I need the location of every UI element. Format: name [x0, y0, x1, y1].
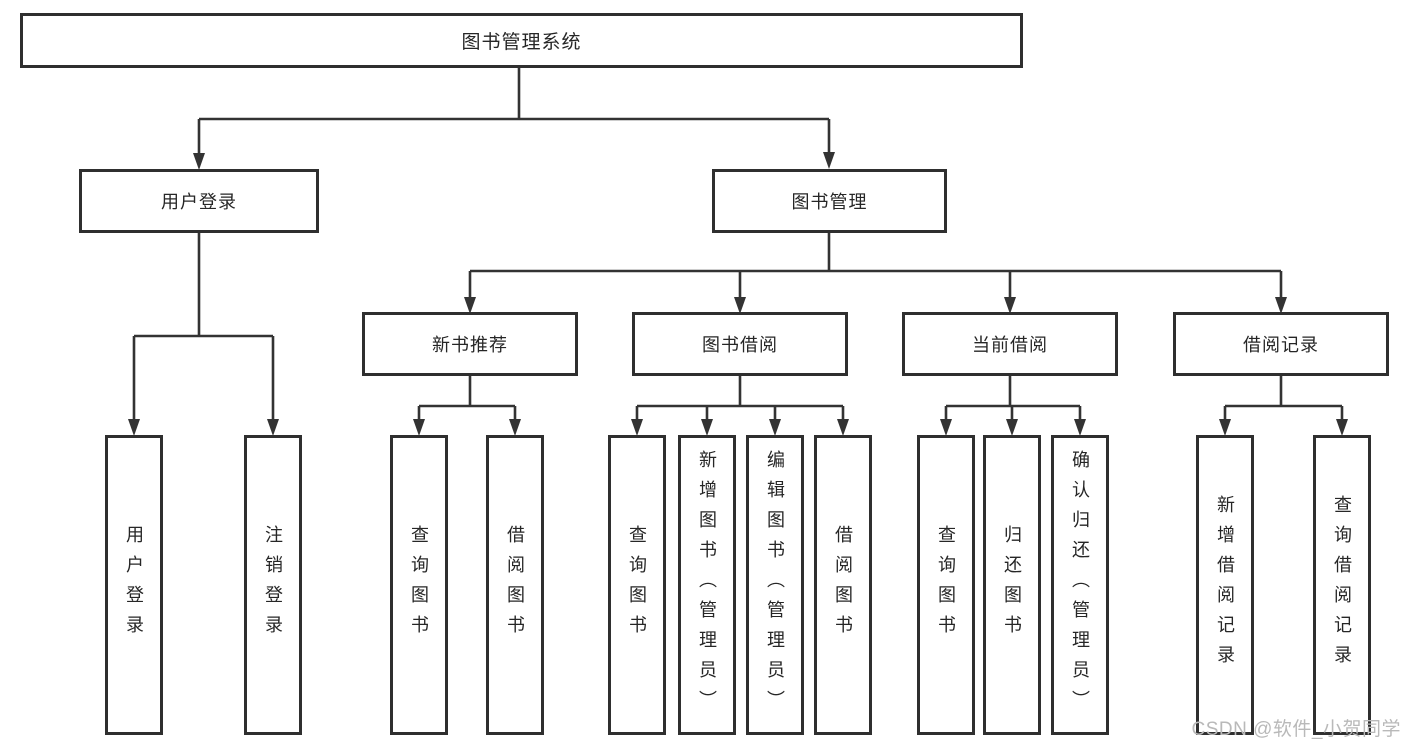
connector-new-book-recommend	[417, 376, 517, 422]
csdn-watermark: CSDN @软件_小贺同学	[1191, 719, 1401, 740]
leaf-edit-book-admin: 编辑图书（管理员）	[746, 435, 804, 735]
node-borrowing-records: 借阅记录	[1173, 312, 1389, 376]
connector-root	[197, 68, 831, 156]
node-new-book-recommend: 新书推荐	[362, 312, 578, 376]
leaf-borrow-books: 借阅图书	[814, 435, 872, 735]
leaf-add-borrow-record: 新增借阅记录	[1196, 435, 1254, 735]
node-book-management: 图书管理	[712, 169, 947, 233]
leaf-return-books-label: 归还图书	[1002, 525, 1022, 645]
arrow-down-icon	[1336, 419, 1348, 436]
node-new-book-recommend-label: 新书推荐	[432, 335, 508, 355]
node-book-management-label: 图书管理	[791, 192, 868, 212]
arrow-down-icon	[267, 419, 279, 436]
leaf-query-books-recommend-label: 查询图书	[409, 525, 429, 645]
arrow-down-icon	[701, 419, 713, 436]
leaf-user-login-label: 用户登录	[124, 525, 144, 645]
arrow-down-icon	[823, 152, 835, 169]
node-root-system-label: 图书管理系统	[461, 32, 582, 53]
node-user-login: 用户登录	[79, 169, 319, 233]
connector-current-borrowing	[944, 376, 1082, 422]
arrowheads	[128, 152, 1348, 436]
connector-borrowing-records	[1223, 376, 1344, 422]
leaf-query-books-current: 查询图书	[917, 435, 975, 735]
arrow-down-icon	[940, 419, 952, 436]
leaf-query-books-current-label: 查询图书	[936, 525, 956, 645]
arrow-down-icon	[509, 419, 521, 436]
leaf-query-books-borrow: 查询图书	[608, 435, 666, 735]
leaf-logout-label: 注销登录	[263, 525, 283, 645]
node-user-login-label: 用户登录	[161, 192, 237, 212]
arrow-down-icon	[631, 419, 643, 436]
leaf-return-books: 归还图书	[983, 435, 1041, 735]
node-borrowing-records-label: 借阅记录	[1243, 335, 1319, 355]
leaf-add-book-admin-label: 新增图书（管理员）	[697, 450, 717, 720]
leaf-edit-book-admin-label: 编辑图书（管理员）	[765, 450, 785, 720]
leaf-borrow-books-recommend-label: 借阅图书	[505, 525, 525, 645]
arrow-down-icon	[413, 419, 425, 436]
node-book-borrowing: 图书借阅	[632, 312, 848, 376]
leaf-borrow-books-recommend: 借阅图书	[486, 435, 544, 735]
leaf-add-borrow-record-label: 新增借阅记录	[1215, 495, 1235, 675]
arrow-down-icon	[193, 153, 205, 170]
node-current-borrowing: 当前借阅	[902, 312, 1118, 376]
arrow-down-icon	[734, 297, 746, 314]
arrow-down-icon	[464, 297, 476, 314]
arrow-down-icon	[128, 419, 140, 436]
arrow-down-icon	[1275, 297, 1287, 314]
connector-user-login	[132, 233, 275, 422]
leaf-query-books-recommend: 查询图书	[390, 435, 448, 735]
arrow-down-icon	[1004, 297, 1016, 314]
leaf-confirm-return-admin-label: 确认归还（管理员）	[1070, 450, 1090, 720]
node-current-borrowing-label: 当前借阅	[972, 335, 1048, 355]
leaf-add-book-admin: 新增图书（管理员）	[678, 435, 736, 735]
leaf-confirm-return-admin: 确认归还（管理员）	[1051, 435, 1109, 735]
connector-book-borrowing	[635, 376, 845, 422]
arrow-down-icon	[1219, 419, 1231, 436]
arrow-down-icon	[837, 419, 849, 436]
node-book-borrowing-label: 图书借阅	[702, 335, 778, 355]
arrow-down-icon	[769, 419, 781, 436]
leaf-query-books-borrow-label: 查询图书	[627, 525, 647, 645]
leaf-query-borrow-record: 查询借阅记录	[1313, 435, 1371, 735]
node-root-system: 图书管理系统	[20, 13, 1023, 68]
leaf-user-login: 用户登录	[105, 435, 163, 735]
leaf-query-borrow-record-label: 查询借阅记录	[1332, 495, 1352, 675]
leaf-borrow-books-label: 借阅图书	[833, 525, 853, 645]
connector-book-management	[468, 233, 1283, 300]
arrow-down-icon	[1074, 419, 1086, 436]
arrow-down-icon	[1006, 419, 1018, 436]
leaf-logout: 注销登录	[244, 435, 302, 735]
